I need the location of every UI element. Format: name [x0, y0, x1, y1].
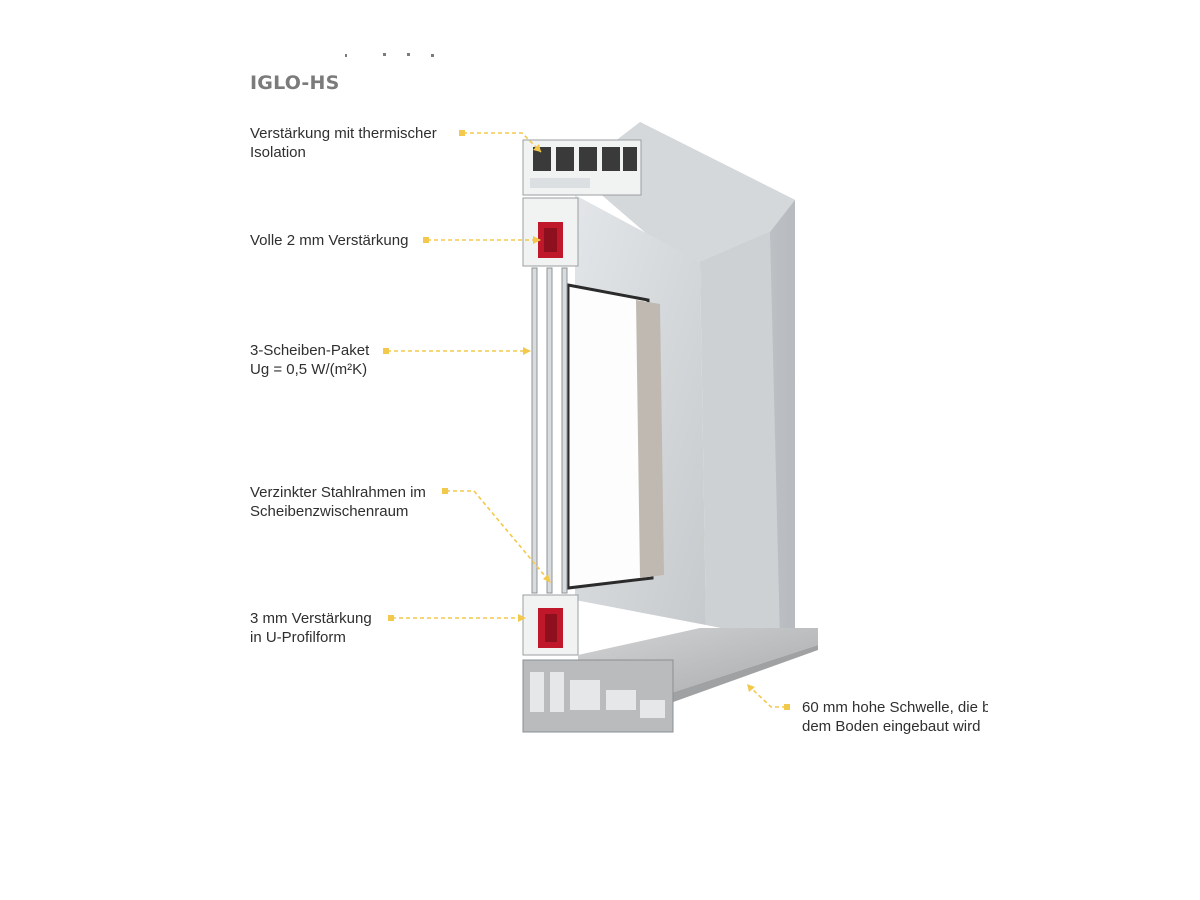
arrowhead	[747, 684, 755, 692]
leader-thermal	[463, 132, 542, 153]
arrowhead	[543, 574, 551, 583]
product-title: IGLO-HS	[250, 72, 340, 94]
arrowhead	[533, 144, 541, 152]
callout-line: in U-Profilform	[250, 629, 346, 646]
callout-3mm-reinforcement: 3 mm Verstärkung in U-Profilform	[250, 609, 372, 647]
callout-steel-frame: Verzinkter Stahlrahmen im Scheibenzwisch…	[250, 483, 426, 521]
bottom-sash-section	[522, 594, 579, 656]
leader-lines	[387, 132, 786, 708]
arrowhead	[533, 236, 541, 244]
callout-thermal-reinforcement: Verstärkung mit thermischer Isolation	[250, 124, 437, 162]
arrowhead	[523, 347, 531, 355]
threshold	[522, 628, 818, 733]
callout-2mm-reinforcement: Volle 2 mm Verstärkung	[250, 231, 408, 250]
callout-line: Ug = 0,5 W/(m²K)	[250, 361, 368, 378]
cropped-heading-fragment	[345, 53, 434, 57]
top-profile-section	[522, 139, 642, 196]
callout-line: Volle 2 mm Verstärkung	[250, 232, 409, 249]
callout-line: 3 mm Verstärkung	[250, 610, 372, 627]
callout-line: Scheibenzwischenraum	[250, 503, 409, 520]
arrowhead	[518, 614, 526, 622]
callout-line: 3-Scheiben-Paket	[250, 342, 370, 359]
callout-line: dem Boden eingebaut wird	[802, 718, 981, 735]
callout-line: 60 mm hohe Schwelle, die b	[802, 699, 988, 716]
leader-steel-frame	[446, 490, 551, 583]
leader-endpoints	[383, 130, 790, 710]
callout-line: Verstärkung mit thermischer	[250, 125, 437, 142]
triple-glazing	[531, 267, 568, 594]
callout-line: Isolation	[250, 144, 306, 161]
callout-triple-glazing: 3-Scheiben-Paket Ug = 0,5 W/(m²K)	[250, 341, 369, 379]
frame-body	[566, 122, 795, 650]
sash-profile-section	[522, 197, 579, 267]
callout-threshold: 60 mm hohe Schwelle, die b dem Boden ein…	[802, 698, 988, 736]
leader-threshold	[748, 685, 786, 708]
callout-line: Verzinkter Stahlrahmen im	[250, 484, 426, 501]
